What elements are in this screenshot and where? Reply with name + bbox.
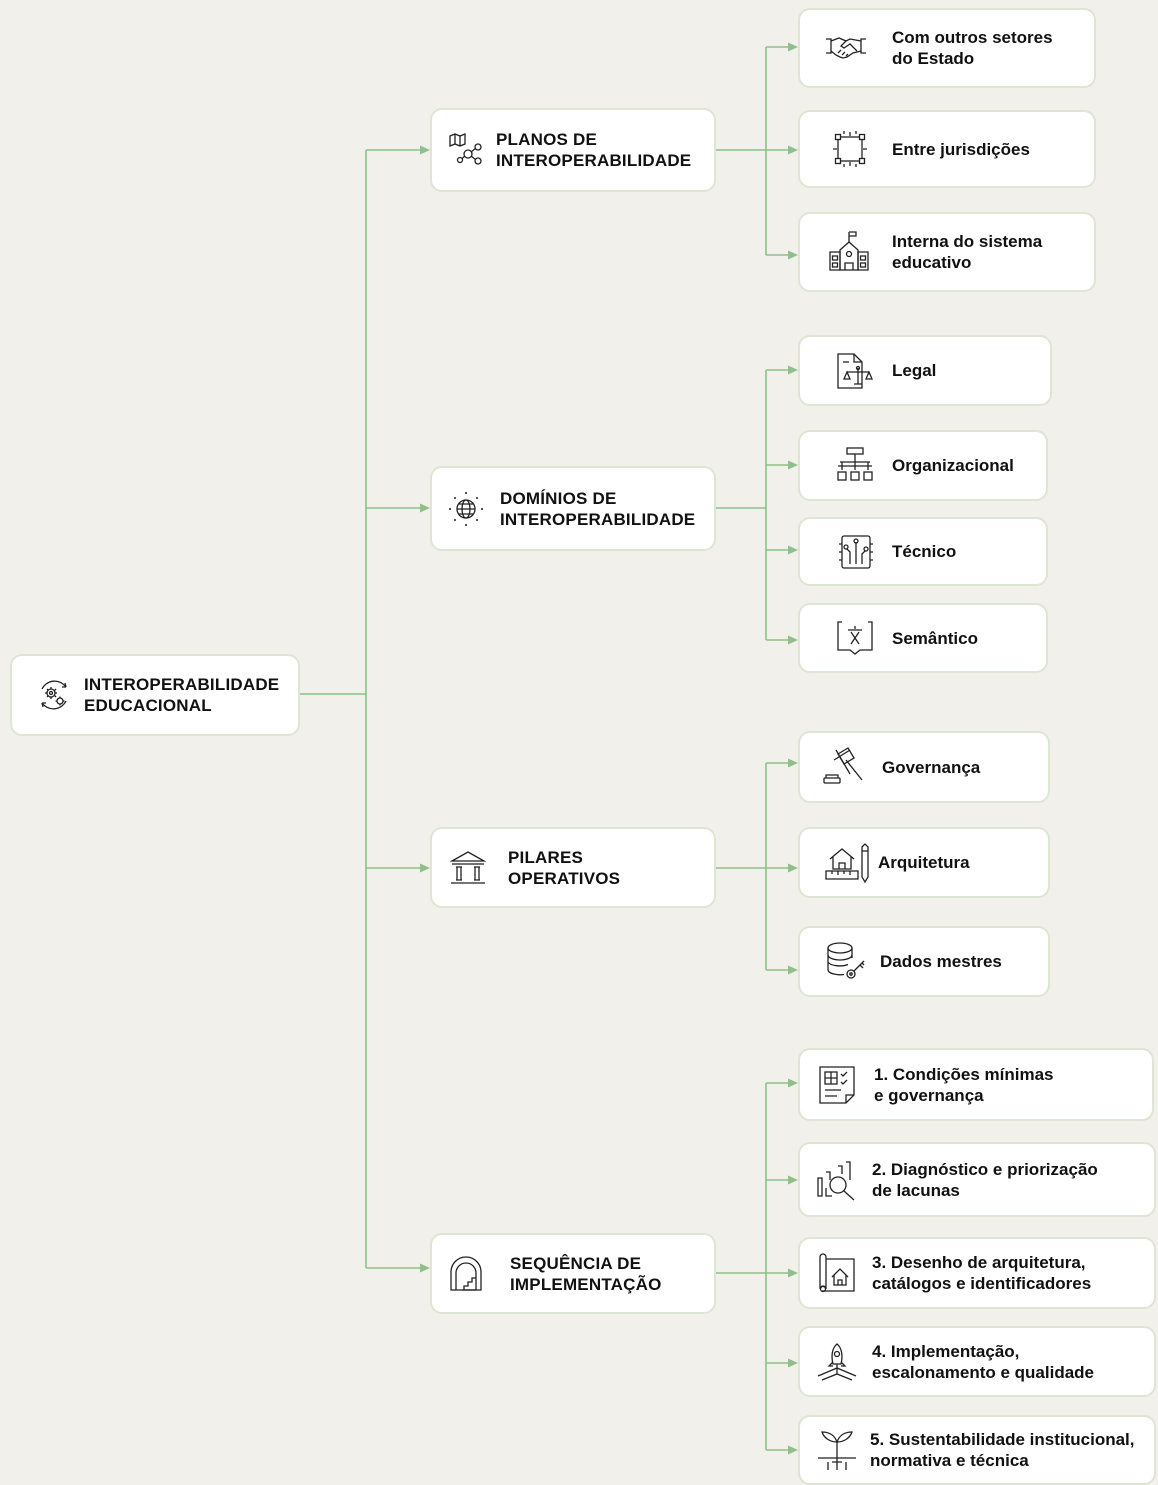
leaf-label: 4. Implementação, escalonamento e qualid… [872,1341,1095,1382]
leaf-label: Legal [892,361,937,380]
tunnel-stairs-icon [446,1254,486,1294]
category-node-sequencia: SEQUÊNCIA DE IMPLEMENTAÇÃO [430,1233,716,1314]
translate-book-icon [834,618,876,658]
leaf-node: 1. Condições mínimas e governança [798,1048,1154,1121]
leaf-label: Entre jurisdições [892,139,1030,159]
leaf-label: Semântico [892,628,978,648]
bounding-frame-icon [828,129,872,169]
category-label: PILARES OPERATIVOS [508,847,621,888]
leaf-node: Arquitetura [798,827,1050,898]
leaf-node: Com outros setores do Estado [798,8,1096,88]
category-label: DOMÍNIOS DE INTEROPERABILIDADE [500,488,696,529]
leaf-label: 3. Desenho de arquitetura, catálogos e i… [872,1253,1092,1293]
leaf-node: 4. Implementação, escalonamento e qualid… [798,1326,1156,1397]
gears-cycle-icon [34,675,74,715]
leaf-label: 1. Condições mínimas e governança [874,1064,1054,1105]
leaf-node: 5. Sustentabilidade institucional, norma… [798,1415,1156,1485]
category-node-planos: PLANOS DE INTEROPERABILIDADE [430,108,716,192]
leaf-label: Organizacional [892,456,1014,475]
leaf-node: 3. Desenho de arquitetura, catálogos e i… [798,1237,1156,1309]
leaf-node: Técnico [798,517,1048,586]
gavel-icon [820,746,866,788]
category-label: PLANOS DE INTEROPERABILIDADE [496,130,692,170]
database-key-icon [824,940,868,984]
columns-building-icon [448,848,488,888]
category-node-dominios: DOMÍNIOS DE INTEROPERABILIDADE [430,466,716,551]
leaf-label: Com outros setores do Estado [892,28,1053,68]
leaf-label: Arquitetura [878,853,970,872]
leaf-label: 2. Diagnóstico e priorização de lacunas [872,1159,1098,1200]
leaf-node: 2. Diagnóstico e priorização de lacunas [798,1142,1156,1217]
leaf-node: Organizacional [798,430,1048,501]
category-node-pilares: PILARES OPERATIVOS [430,827,716,908]
house-blueprint-pencil-icon [824,841,870,885]
leaf-node: Legal [798,335,1052,406]
root-label: INTEROPERABILIDADE EDUCACIONAL [84,675,280,715]
org-chart-icon [834,445,876,487]
leaf-label: Técnico [892,542,957,561]
rocket-launch-icon [814,1340,860,1384]
leaf-node: Interna do sistema educativo [798,212,1096,292]
blueprint-roll-icon [814,1251,860,1295]
leaf-label: 5. Sustentabilidade institucional, norma… [870,1430,1135,1470]
legal-document-scale-icon [832,350,874,392]
handshake-icon [824,33,868,63]
leaf-node: Entre jurisdições [798,110,1096,188]
chart-magnifier-icon [814,1158,860,1202]
leaf-label: Dados mestres [880,952,1002,971]
leaf-node: Governança [798,731,1050,803]
root-node: INTEROPERABILIDADE EDUCACIONAL [10,654,300,736]
checklist-document-icon [816,1063,860,1107]
map-network-icon [446,130,486,170]
globe-icon [446,489,486,529]
school-building-icon [826,230,872,274]
circuit-chip-icon [836,532,876,572]
category-label: SEQUÊNCIA DE IMPLEMENTAÇÃO [510,1253,662,1294]
leaf-node: Dados mestres [798,926,1050,997]
sprout-icon [814,1428,860,1472]
leaf-label: Governança [882,757,981,777]
leaf-node: Semântico [798,603,1048,673]
leaf-label: Interna do sistema educativo [892,232,1043,272]
